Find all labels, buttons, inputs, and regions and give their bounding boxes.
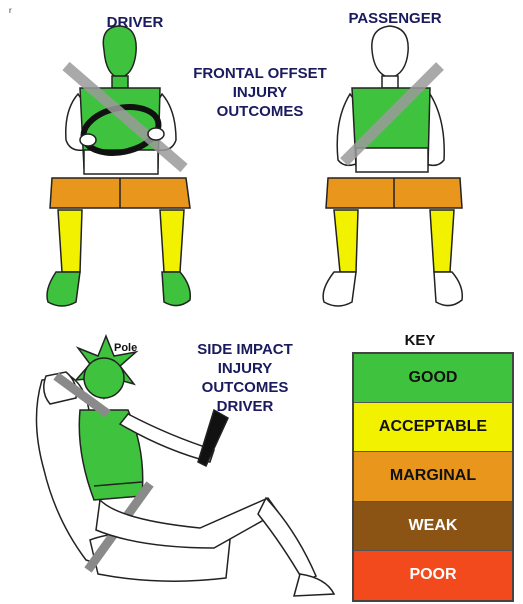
side-impact-figure — [36, 336, 334, 596]
key-label-marginal: MARGINAL — [390, 467, 476, 485]
passenger-figure — [323, 26, 462, 306]
driver-figure — [47, 26, 190, 306]
key-row-weak: WEAK — [354, 502, 512, 551]
key-row-marginal: MARGINAL — [354, 452, 512, 501]
key-row-acceptable: ACCEPTABLE — [354, 403, 512, 452]
key-legend: GOOD ACCEPTABLE MARGINAL WEAK POOR — [352, 352, 514, 602]
key-row-poor: POOR — [354, 551, 512, 600]
key-label-good: GOOD — [409, 369, 458, 387]
key-label-weak: WEAK — [409, 517, 458, 535]
key-row-good: GOOD — [354, 354, 512, 403]
key-label-poor: POOR — [409, 566, 456, 584]
key-title: KEY — [390, 332, 450, 349]
pole-label: Pole — [114, 342, 137, 354]
key-label-acceptable: ACCEPTABLE — [379, 418, 487, 436]
